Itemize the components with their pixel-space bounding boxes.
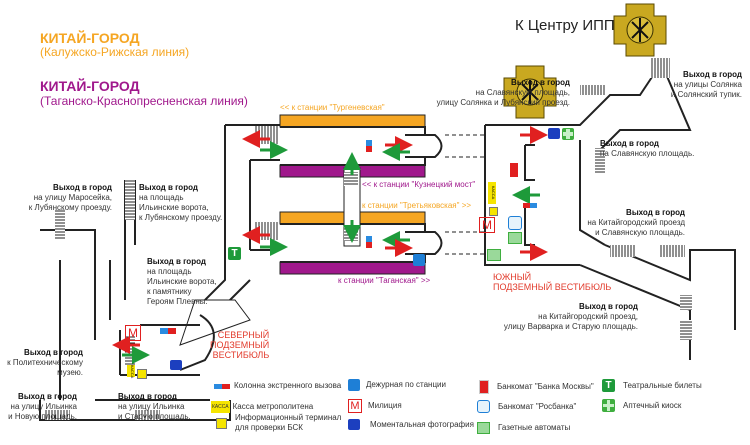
north-vestibule-line: СЕВЕРНЫЙ <box>217 330 270 340</box>
atm-rosbank-icon <box>508 216 522 230</box>
photo-booth-icon <box>170 360 182 370</box>
station-attendant-icon <box>348 379 360 391</box>
ticket-office-icon: КАССА <box>211 401 230 413</box>
pharmacy-kiosk-icon <box>602 399 615 412</box>
south-vestibule-line: ЮЖНЫЙ <box>493 272 532 282</box>
north-vestibule-line: ПОДЗЕМНЫЙ <box>210 340 270 350</box>
ippo-emblem-icon <box>503 65 557 119</box>
newspaper-vending-icon <box>477 422 490 434</box>
south-vestibule-line: ПОДЗЕМНЫЙ ВЕСТИБЮЛЬ <box>493 282 612 292</box>
direction-tretyakovskaya: к станции "Третьяковская" >> <box>362 201 472 210</box>
newspaper-vending-icon <box>487 249 501 261</box>
north-vestibule-line: ВЕСТИБЮЛЬ <box>212 350 270 360</box>
station-title-purple: КИТАЙ-ГОРОД <box>40 78 140 94</box>
theatre-tickets-icon: Т <box>228 247 241 260</box>
police-icon: М <box>125 325 141 341</box>
atm-bank-moscow-icon <box>510 163 518 177</box>
legend-item: Колонна экстренного вызова <box>214 381 341 391</box>
ippo-emblem-icon <box>613 3 667 57</box>
north-vestibule-label: СЕВЕРНЫЙ ПОДЗЕМНЫЙ ВЕСТИБЮЛЬ <box>210 330 269 360</box>
info-terminal-icon <box>137 369 147 379</box>
police-icon: М <box>348 399 362 413</box>
photo-booth-icon <box>348 419 360 430</box>
police-icon: М <box>479 217 495 233</box>
legend-item: Банкомат "Росбанка" <box>477 400 576 413</box>
theatre-tickets-icon: Т <box>602 379 615 392</box>
line-name-orange: (Калужско-Рижская линия) <box>40 45 190 59</box>
direction-turgenevskaya: << к станции "Тургеневская" <box>280 103 385 112</box>
ticket-office-icon: КАССА <box>127 365 135 378</box>
ippo-label: К Центру ИППО <box>515 17 627 34</box>
pharmacy-kiosk-icon <box>562 128 574 140</box>
direction-taganskaya: к станции "Таганская" >> <box>338 276 431 285</box>
newspaper-vending-icon <box>508 232 522 244</box>
legend-item: Аптечный киоск <box>602 399 681 412</box>
direction-kuznetsky-most: << к станции "Кузнецкий мост" <box>362 180 476 189</box>
info-terminal-icon <box>489 207 498 216</box>
south-vestibule-label: ЮЖНЫЙ ПОДЗЕМНЫЙ ВЕСТИБЮЛЬ <box>493 272 611 292</box>
line-name-purple: (Таганско-Краснопресненская линия) <box>40 94 248 108</box>
ticket-office-icon: КАССА <box>488 182 496 204</box>
info-terminal-icon <box>216 417 227 429</box>
legend-item: Газетные автоматы <box>477 422 570 434</box>
station-title-orange: КИТАЙ-ГОРОД <box>40 30 140 46</box>
legend-item: Банкомат "Банка Москвы" <box>479 380 594 394</box>
atm-rosbank-icon <box>477 400 490 413</box>
photo-booth-icon <box>548 128 560 139</box>
legend-item: Дежурная по станции <box>348 379 446 391</box>
legend-item: Информационный терминал для проверки БСК <box>216 413 341 433</box>
atm-bank-moscow-icon <box>479 380 489 394</box>
legend-item: Моментальная фотография <box>348 419 474 430</box>
